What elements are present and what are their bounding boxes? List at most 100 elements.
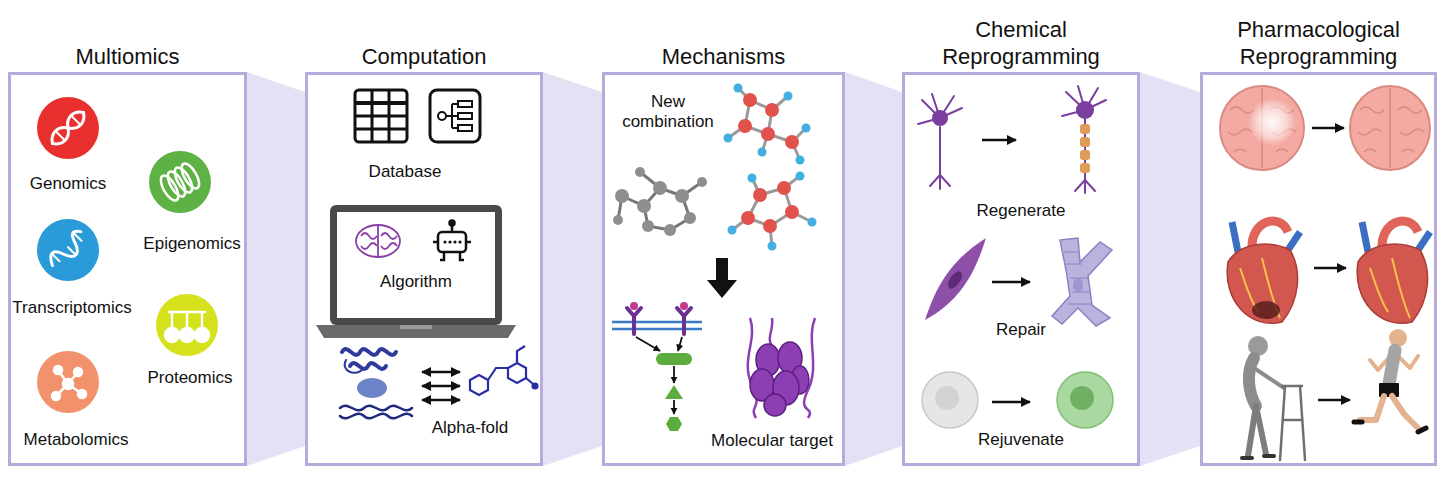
robot-icon [466,241,471,244]
fibroblast [925,238,986,320]
panel-heading: Multiomics [11,44,244,70]
molecule-red-blue [728,226,737,235]
molecule-red-blue [768,242,777,251]
robot-icon [438,232,466,252]
cardiomyocyte [1052,238,1112,326]
protein-structure [357,378,387,398]
panel-label: Alpha-fold [432,418,509,438]
arrow [1318,399,1350,402]
protein-structure [342,349,396,355]
database-icon [355,128,407,131]
laptop-icon [400,325,432,329]
elderly-person [1280,386,1305,460]
molecule-red-blue [728,88,806,160]
panel-heading: Chemical Reprogramming [905,17,1137,70]
double-arrows [422,371,460,374]
infarcted-heart [1227,221,1300,323]
healthy-brain [1358,129,1382,135]
laptop-icon [330,205,502,325]
young-cell [1057,372,1113,428]
genomics-icon [48,108,89,149]
fibroblast [945,269,965,291]
signaling-pathway [612,328,702,331]
signaling-pathway [636,337,660,351]
protein-complex [750,342,809,416]
injured-brain [1220,86,1304,170]
proteomics-icon [165,312,209,342]
transcriptomics-icon [52,254,59,261]
metabolomics-icon [54,366,62,374]
aged-cell [922,372,978,428]
database-icon [355,90,407,142]
molecule-grey [637,199,651,213]
signaling-pathway [673,400,675,414]
runner [1354,329,1426,432]
brain-icon [361,233,377,239]
panel-label: Metabolomics [24,430,129,450]
signaling-pathway [666,417,682,431]
panel-heading: Pharmacological Reprogramming [1203,17,1434,70]
panel-label: Regenerate [977,201,1066,221]
elderly-person [1264,454,1274,458]
metabolomics-icon [52,392,60,400]
arrow [1312,128,1350,400]
genomics-icon [48,108,89,149]
arrow [1312,127,1344,130]
cardiomyocyte [1064,252,1078,253]
molecule-red-blue [738,93,799,149]
signaling-pathway [632,316,636,334]
robot-icon [453,240,456,243]
elderly-person [1280,386,1285,460]
transcriptomics-icon [37,219,99,281]
molecule-red-blue [734,84,743,93]
molecule-grey [653,181,667,195]
molecule-grey [664,224,676,236]
molecule-red-blue [724,84,811,165]
brain-icon [356,225,400,257]
myelinated-neuron [1080,150,1090,160]
fibroblast [925,238,986,320]
protein-structure [340,349,412,418]
infarcted-heart [1227,244,1297,323]
healthy-brain [1350,86,1430,170]
molecule-red-blue [728,172,817,251]
funnel-connector [543,72,602,466]
elderly-person [1283,419,1302,422]
signaling-pathway [678,337,682,351]
healthy-brain [1400,129,1424,135]
neuron [932,110,948,126]
brain-icon [356,225,400,257]
injured-brain [1234,149,1246,152]
epigenomics-icon [149,151,211,213]
protein-complex [748,318,757,418]
healthy-brain [1360,107,1384,113]
genomics-icon [37,97,99,159]
brain-icon [381,233,397,239]
funnel-connector [247,72,305,466]
metabolomics-icon [37,351,99,413]
metabolomics-icon [63,379,73,389]
molecule-red-blue [743,93,757,107]
molecule-red-blue [724,134,733,143]
signaling-pathway [612,321,702,324]
molecule-red-blue [796,156,805,165]
molecule-grey [684,212,696,224]
transcriptomics-icon [46,228,90,272]
molecule-red-blue [748,174,757,183]
panel-label: Genomics [30,174,107,194]
molecule-red-blue [753,188,767,202]
panel-label: Proteomics [147,368,232,388]
flowchart-icon [430,90,480,142]
panel-box: Computation [305,72,543,466]
healthy-brain [1350,86,1430,170]
transcriptomics-icon [46,228,90,272]
funnel-connector [845,72,902,466]
proteomics-icon [156,294,218,356]
metabolomics-icon [37,351,99,413]
young-cell [1057,372,1113,428]
panel-label: Database [369,162,442,182]
molecule-red-blue [796,172,805,181]
molecule-red-blue [765,103,779,117]
myelinated-neuron [1062,86,1106,193]
myelinated-neuron [1075,180,1095,193]
